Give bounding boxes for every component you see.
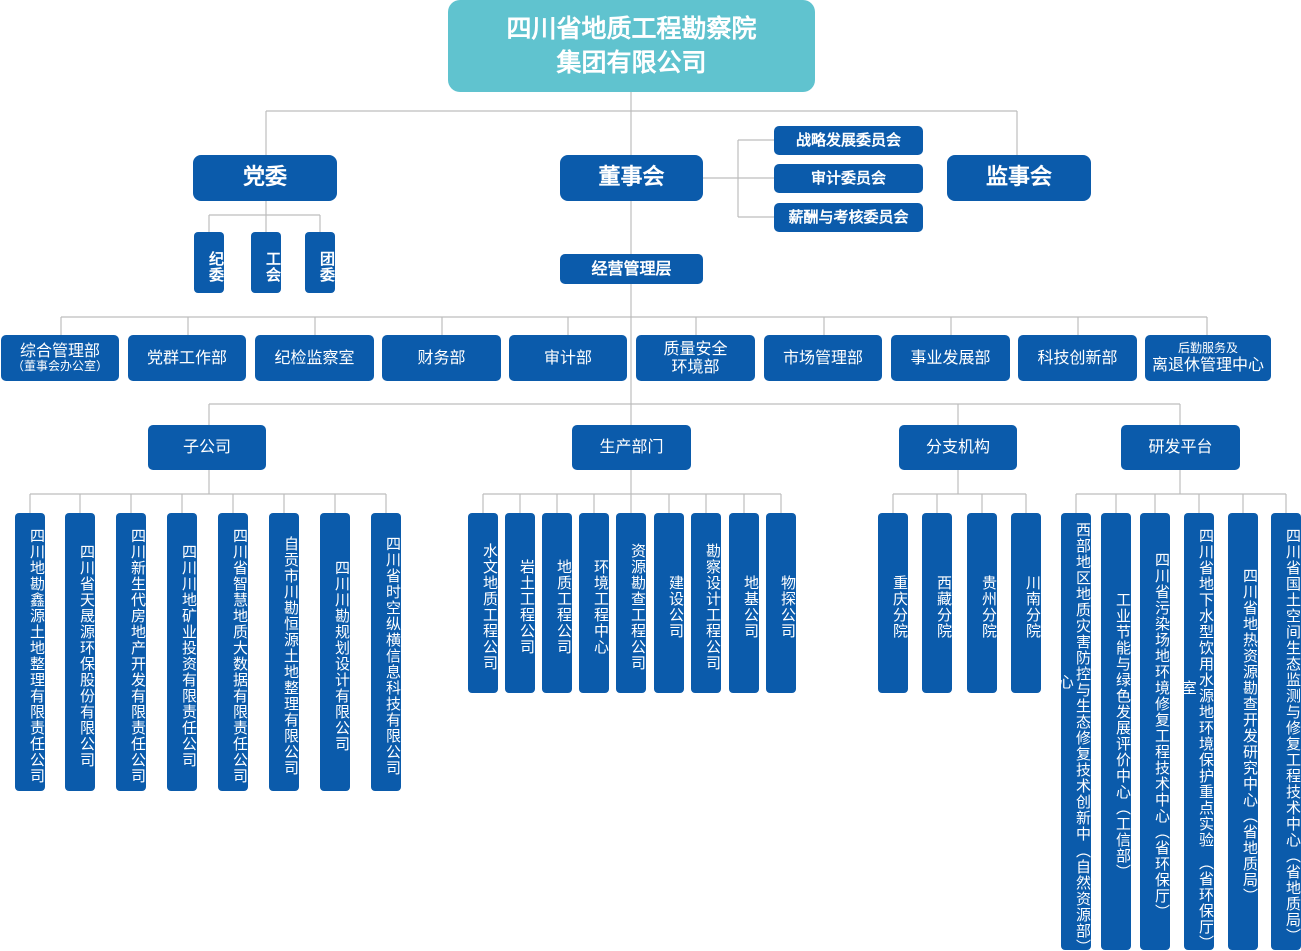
subsidiary-box: 四川省时空纵横信息科技有限公司 xyxy=(371,513,402,791)
branch-box: 贵州分院 xyxy=(967,513,998,693)
audit-committee-box: 审计委员会 xyxy=(774,164,923,193)
rnd-platform-box: 西部地区地质灾害防控与生态修复技术创新中心（自然资源部） xyxy=(1057,513,1092,951)
rnd-platform-box: 四川省国土空间生态监测与修复工程技术中心（省地质局） xyxy=(1271,513,1301,950)
company-name-line1: 四川省地质工程勘察院 xyxy=(506,14,757,44)
rnd-platform-box: 工业节能与绿色发展评价中心（工信部） xyxy=(1101,513,1132,950)
branch-box: 重庆分院 xyxy=(878,513,909,693)
dept-sublabel: （董事会办公室） xyxy=(11,359,108,374)
category-production: 生产部门 xyxy=(572,425,691,470)
production-unit-box: 地基公司 xyxy=(729,513,760,693)
production-unit-box: 岩土工程公司 xyxy=(505,513,536,693)
rnd-platform-authority: （工信部） xyxy=(1114,799,1132,880)
party-committee-box: 党委 xyxy=(193,155,337,201)
discipline-committee-box: 纪委 xyxy=(194,232,225,293)
subsidiary-box: 四川地勘鑫源土地整理有限责任公司 xyxy=(15,513,46,791)
remuneration-committee-box: 薪酬与考核委员会 xyxy=(774,203,923,232)
rnd-platform-label: 四川省国土空间生态监测与修复工程技术中心 xyxy=(1284,527,1301,848)
rnd-platform-authority: （省环保厅） xyxy=(1153,823,1171,920)
dept-discipline-inspection: 纪检监察室 xyxy=(255,335,374,381)
group-company-box: 四川省地质工程勘察院 集团有限公司 xyxy=(448,0,815,92)
subsidiary-box: 四川省天晟源环保股份有限公司 xyxy=(65,513,96,791)
dept-market-management: 市场管理部 xyxy=(764,335,882,381)
rnd-platform-authority: （省地质局） xyxy=(1284,847,1301,944)
dept-label: 科技创新部 xyxy=(1037,347,1118,367)
rnd-platform-label: 四川省污染场地环境修复工程技术中心 xyxy=(1153,551,1171,824)
rnd-platform-label: 工业节能与绿色发展评价中心 xyxy=(1114,591,1132,800)
production-unit-box: 水文地质工程公司 xyxy=(468,513,499,693)
youth-league-box: 团委 xyxy=(305,232,336,293)
rnd-platform-box: 四川省地热资源勘查开发研究中心（省地质局） xyxy=(1228,513,1259,950)
production-unit-box: 建设公司 xyxy=(654,513,685,693)
supervisory-board-box: 监事会 xyxy=(947,155,1091,201)
subsidiary-box: 四川川勘规划设计有限公司 xyxy=(320,513,351,791)
dept-quality-safety: 质量安全 环境部 xyxy=(636,335,755,381)
subsidiary-box: 四川新生代房地产开发有限责任公司 xyxy=(116,513,147,791)
dept-label: 审计部 xyxy=(543,347,592,367)
dept-label-top: 后勤服务及 xyxy=(1177,340,1238,355)
dept-finance: 财务部 xyxy=(382,335,501,381)
dept-label: 综合管理部 xyxy=(19,340,100,360)
labor-union-box: 工会 xyxy=(251,232,282,293)
production-unit-box: 地质工程公司 xyxy=(542,513,573,693)
dept-logistics-retirement: 后勤服务及 离退休管理中心 xyxy=(1145,335,1271,381)
production-unit-box: 勘察设计工程公司 xyxy=(691,513,722,693)
dept-label-line2: 环境部 xyxy=(671,357,720,376)
category-rnd-platforms: 研发平台 xyxy=(1121,425,1240,470)
rnd-platform-authority: （省环保厅） xyxy=(1197,854,1215,951)
production-unit-box: 资源勘查工程公司 xyxy=(616,513,647,693)
subsidiary-box: 自贡市川勘恒源土地整理有限公司 xyxy=(269,513,300,791)
rnd-platform-box: 四川省污染场地环境修复工程技术中心（省环保厅） xyxy=(1140,513,1171,950)
dept-label: 市场管理部 xyxy=(782,347,863,367)
dept-label: 离退休管理中心 xyxy=(1151,354,1264,374)
production-unit-box: 环境工程中心 xyxy=(579,513,610,693)
dept-label: 财务部 xyxy=(417,347,466,367)
rnd-platform-label: 四川省地热资源勘查开发研究中心 xyxy=(1241,567,1259,808)
management-box: 经营管理层 xyxy=(560,254,703,284)
dept-label: 纪检监察室 xyxy=(274,347,355,367)
production-unit-box: 物探公司 xyxy=(766,513,797,693)
dept-label: 事业发展部 xyxy=(910,347,991,367)
company-name-line2: 集团有限公司 xyxy=(556,48,707,77)
dept-technology-innovation: 科技创新部 xyxy=(1018,335,1137,381)
rnd-platform-authority: （自然资源部） xyxy=(1074,842,1092,951)
dept-party-affairs: 党群工作部 xyxy=(128,335,246,381)
branch-box: 西藏分院 xyxy=(922,513,953,693)
rnd-platform-label: 西部地区地质灾害防控与生态修复技术创新中心 xyxy=(1056,521,1092,842)
category-branches: 分支机构 xyxy=(899,425,1017,470)
strategy-committee-box: 战略发展委员会 xyxy=(774,126,923,155)
board-box: 董事会 xyxy=(560,155,703,201)
branch-box: 川南分院 xyxy=(1011,513,1042,693)
dept-label: 党群工作部 xyxy=(146,347,227,367)
rnd-platform-label: 四川省地下水型饮用水源地环境保护重点实验室 xyxy=(1179,527,1215,848)
dept-general-management: 综合管理部 （董事会办公室） xyxy=(1,335,119,381)
rnd-platform-box: 四川省地下水型饮用水源地环境保护重点实验室 （省环保厅） xyxy=(1180,513,1215,951)
category-subsidiaries: 子公司 xyxy=(148,425,266,470)
dept-label: 质量安全 xyxy=(663,338,728,358)
rnd-platform-authority: （省地质局） xyxy=(1241,807,1259,904)
dept-business-development: 事业发展部 xyxy=(891,335,1010,381)
subsidiary-box: 四川省智慧地质大数据有限责任公司 xyxy=(218,513,249,791)
dept-audit: 审计部 xyxy=(509,335,627,381)
subsidiary-box: 四川川地矿业投资有限责任公司 xyxy=(167,513,198,791)
